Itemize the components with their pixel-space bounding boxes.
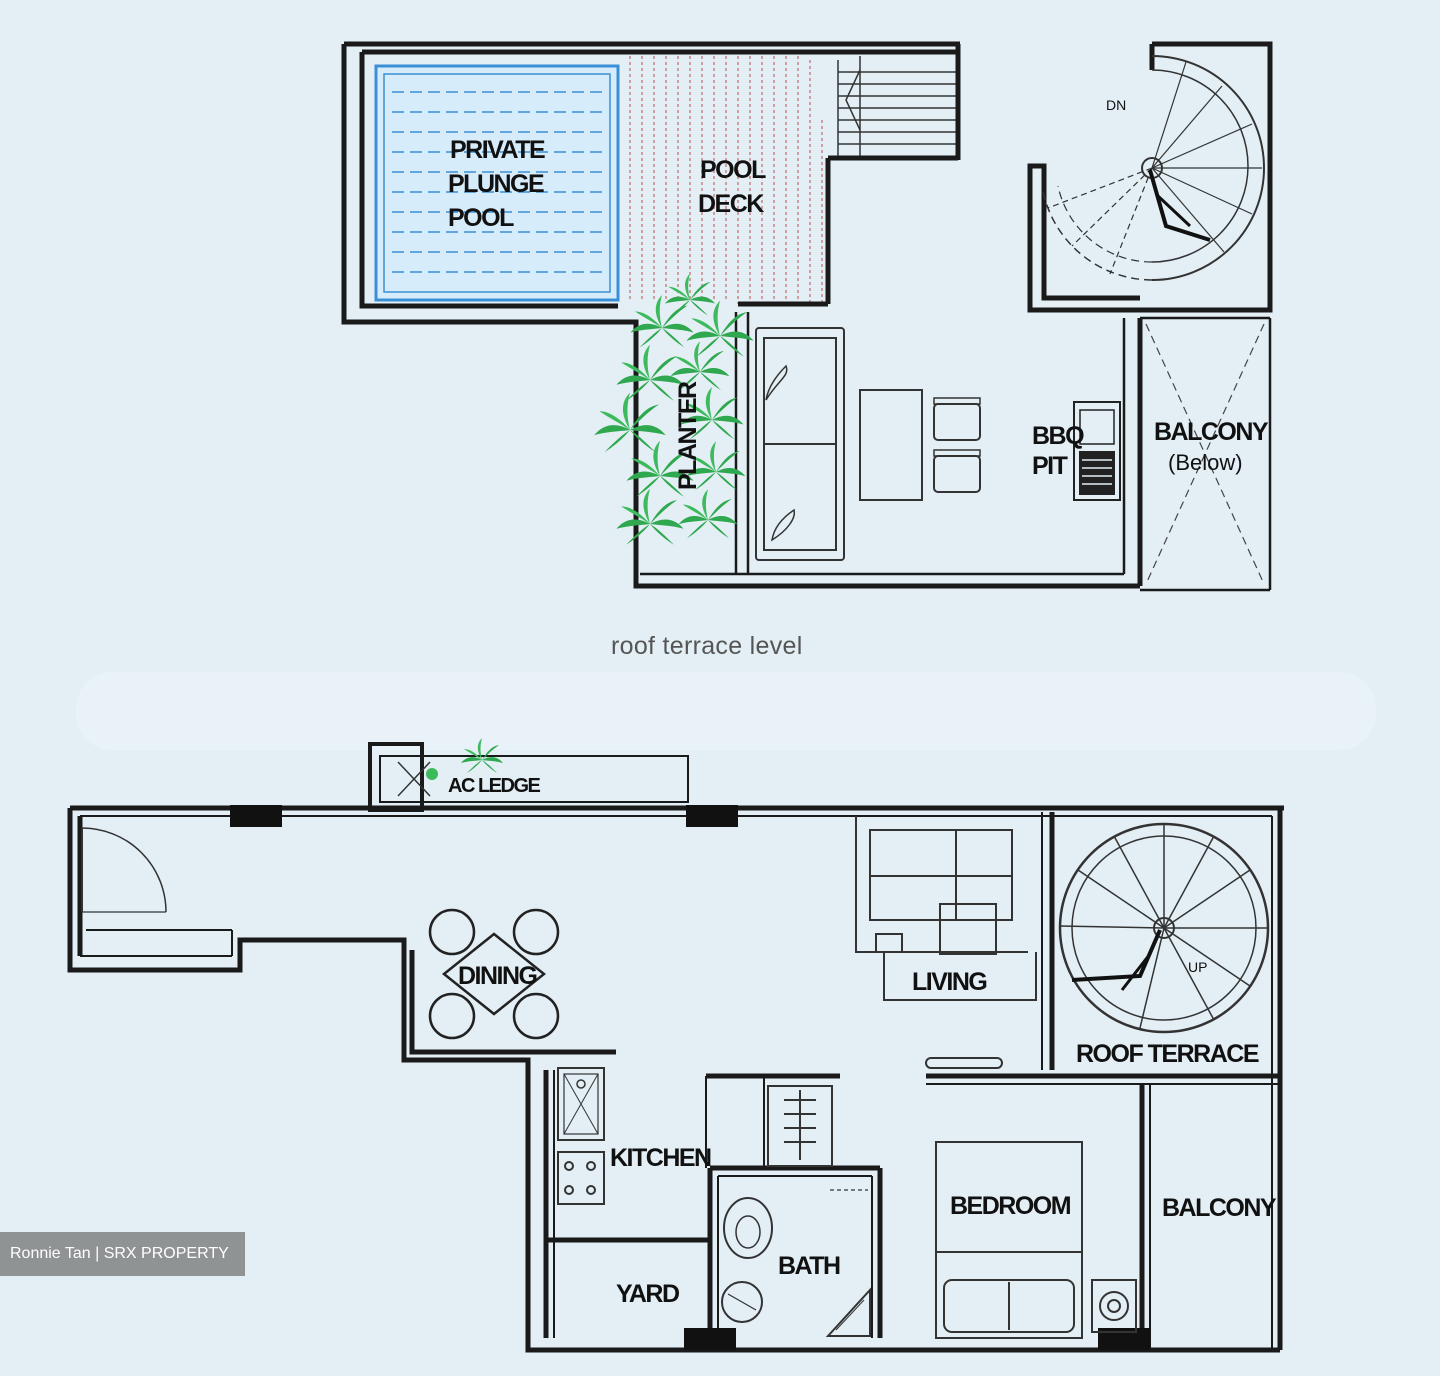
label-bbq-1: BBQ	[1032, 422, 1084, 450]
label-pool-2: PLUNGE	[448, 170, 544, 198]
pool-deck	[629, 56, 823, 304]
watermark: Ronnie Tan | SRX PROPERTY	[0, 1232, 245, 1276]
wardrobe	[767, 1085, 833, 1167]
label-yard: YARD	[616, 1280, 679, 1308]
spiral-stair-top	[1041, 55, 1265, 281]
label-pool-3: POOL	[448, 204, 514, 232]
lounge-sofa	[755, 327, 845, 561]
tv-console	[925, 1057, 1003, 1069]
label-bedroom: BEDROOM	[950, 1192, 1071, 1220]
label-kitchen: KITCHEN	[610, 1144, 711, 1172]
label-dining: DINING	[458, 962, 537, 990]
label-up: UP	[1188, 959, 1207, 975]
bath-fixtures	[721, 1189, 871, 1337]
label-dn: DN	[1106, 97, 1126, 113]
label-pool-deck-1: POOL	[700, 156, 766, 184]
plunge-pool	[374, 64, 620, 302]
lower-level-plan: AC LEDGE	[67, 672, 1376, 1353]
label-bbq-2: PIT	[1032, 452, 1068, 480]
caption-roof-terrace-level: roof terrace level	[611, 632, 803, 660]
label-balcony: BALCONY	[1162, 1194, 1277, 1222]
bbq-pit-unit	[1073, 401, 1121, 501]
balcony-below-hatch	[1145, 323, 1265, 585]
label-ac-ledge: AC LEDGE	[448, 775, 541, 797]
kitchen-fixtures	[557, 1067, 605, 1205]
label-pool-1: PRIVATE	[450, 136, 545, 164]
label-balcony-below: BALCONY	[1154, 418, 1269, 446]
column-blocks	[230, 805, 1150, 1350]
roof-walls	[341, 41, 1273, 589]
straight-stair	[837, 56, 958, 160]
roof-terrace-plan: PRIVATE PLUNGE POOL POOL DECK PLANTER BB…	[341, 41, 1273, 592]
living-sofa	[855, 816, 1037, 1001]
label-bath: BATH	[778, 1252, 840, 1280]
dining-set	[428, 908, 560, 1040]
label-pool-deck-2: DECK	[698, 190, 764, 218]
roof-table	[859, 389, 981, 501]
spiral-stair-bottom	[1058, 822, 1270, 1034]
entrance-door	[81, 827, 167, 913]
label-below: (Below)	[1168, 450, 1243, 475]
label-roof-terrace: ROOF TERRACE	[1076, 1040, 1259, 1068]
label-planter: PLANTER	[674, 381, 702, 490]
label-living: LIVING	[912, 968, 986, 996]
bedroom-bed	[935, 1141, 1137, 1339]
lower-walls	[67, 805, 1284, 1353]
